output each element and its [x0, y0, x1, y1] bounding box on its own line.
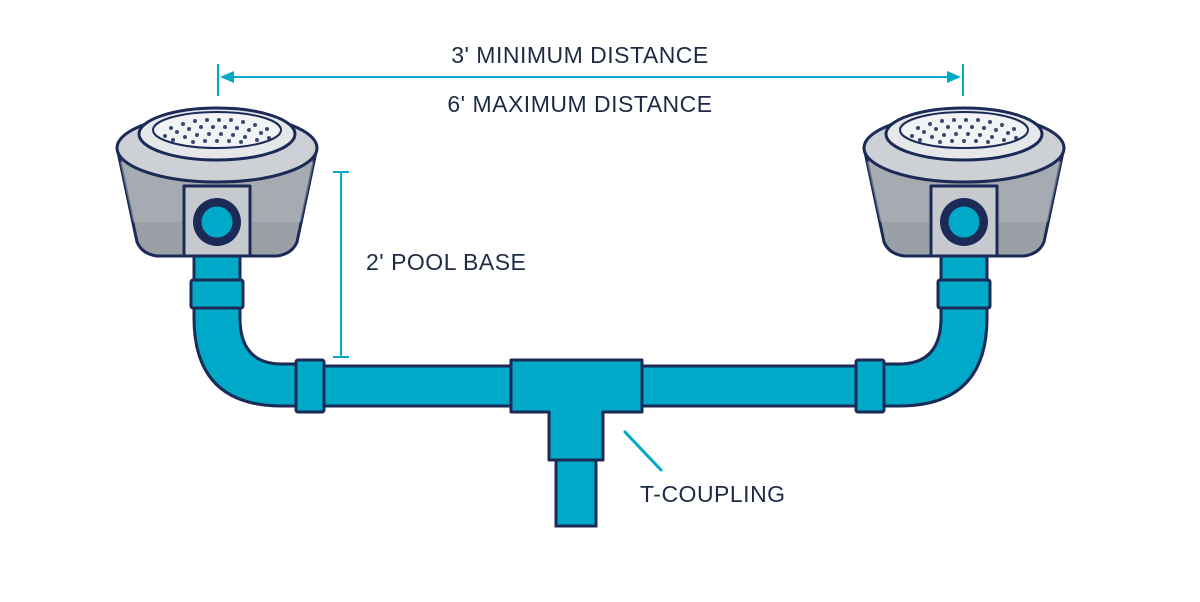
pipe-system	[189, 228, 992, 528]
min-distance-label: 3' MINIMUM DISTANCE	[451, 42, 709, 68]
right-elbow-pipe	[879, 228, 989, 408]
pool-base-label: 2' POOL BASE	[366, 249, 526, 275]
left-horizontal-coupling	[294, 358, 326, 414]
left-elbow-pipe	[192, 228, 302, 408]
max-distance-label: 6' MAXIMUM DISTANCE	[447, 91, 712, 117]
left-horizontal-pipe	[318, 364, 516, 408]
t-coupling-label: T-COUPLING	[640, 481, 786, 507]
pool-base-dimension	[333, 171, 349, 358]
t-coupling-icon	[509, 358, 644, 462]
right-drain-icon	[862, 106, 1066, 258]
right-vertical-coupling	[936, 278, 992, 310]
distance-dimension	[217, 64, 964, 96]
t-coupling-leader	[623, 430, 663, 472]
left-drain-icon	[115, 106, 319, 258]
right-horizontal-coupling	[854, 358, 886, 414]
right-horizontal-pipe	[640, 364, 862, 408]
left-vertical-coupling	[189, 278, 245, 310]
drop-pipe	[554, 454, 598, 528]
